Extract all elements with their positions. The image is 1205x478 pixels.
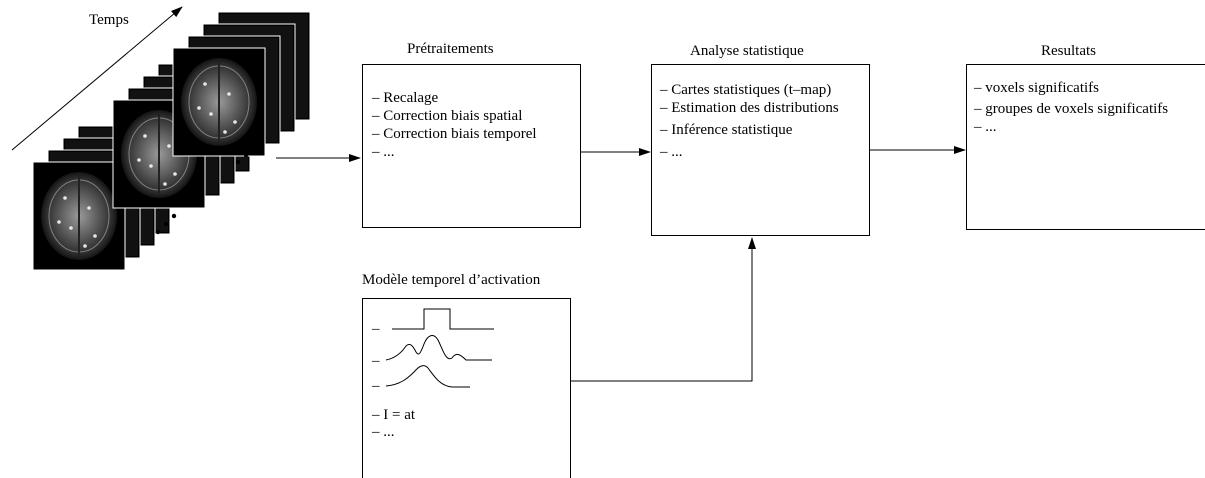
- preprocessing-item: – ...: [372, 144, 395, 160]
- arrow-model-to-analysis: [570, 237, 756, 382]
- preprocessing-box: – Recalage – Correction biais spatial – …: [362, 64, 581, 228]
- time-label: Temps: [89, 12, 129, 28]
- analysis-item: – Inférence statistique: [660, 122, 793, 138]
- model-item: – ...: [372, 424, 395, 440]
- model-dash: –: [372, 321, 380, 337]
- model-item: – I = at: [372, 407, 416, 423]
- mri-slice: [32, 161, 126, 271]
- model-dash: –: [372, 353, 380, 369]
- analysis-item: – Estimation des distributions: [660, 100, 839, 116]
- results-box: – voxels significatifs – groupes de voxe…: [966, 64, 1205, 230]
- preprocessing-title: Prétraitements: [407, 41, 494, 57]
- preprocessing-item: – Correction biais spatial: [372, 108, 523, 124]
- mri-slice: [172, 47, 266, 157]
- results-item: – voxels significatifs: [974, 80, 1099, 96]
- results-item: – groupes de voxels significatifs: [974, 101, 1169, 117]
- time-axis-arrow: [11, 6, 183, 151]
- analysis-item: – ...: [660, 144, 683, 160]
- fmri-pipeline-diagram: Temps Prétraitements – Recalage – Correc…: [11, 6, 1205, 478]
- analysis-item: – Cartes statistiques (t–map): [660, 82, 832, 98]
- preprocessing-item: – Correction biais temporel: [372, 126, 537, 142]
- continuation-dots: [155, 145, 257, 235]
- image-stack-3: [172, 11, 311, 157]
- results-title: Resultats: [1041, 43, 1096, 59]
- boxcar-waveform: [392, 308, 494, 330]
- hrf-smooth-waveform: [385, 365, 470, 388]
- diagram-canvas: [11, 6, 966, 388]
- model-dash: –: [372, 378, 380, 394]
- model-box: – – – – I = at – ...: [362, 298, 571, 478]
- results-item: – ...: [974, 119, 997, 135]
- preprocessing-item: – Recalage: [372, 90, 439, 106]
- model-title: Modèle temporel d’activation: [362, 272, 541, 288]
- hrf-double-peak-waveform: [385, 335, 492, 361]
- analysis-title: Analyse statistique: [690, 43, 804, 59]
- analysis-box: – Cartes statistiques (t–map) – Estimati…: [651, 64, 870, 236]
- image-stack-1: [32, 125, 171, 271]
